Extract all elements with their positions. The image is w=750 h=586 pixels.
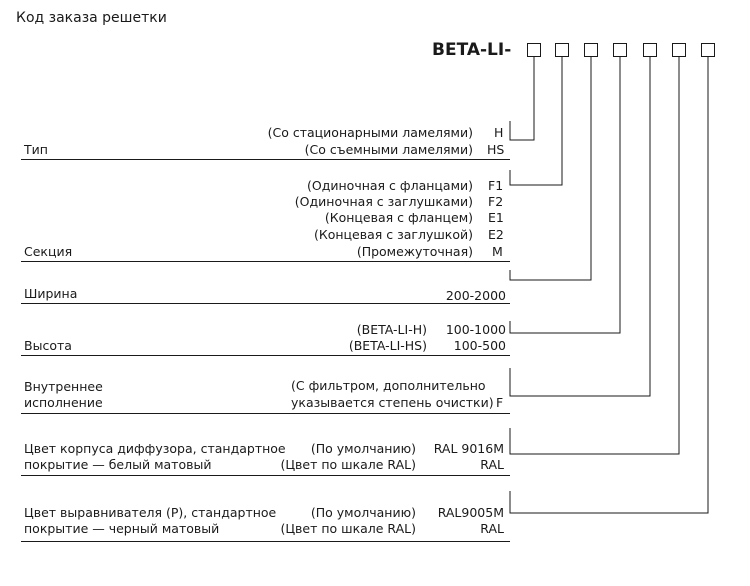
connector-straightener-color (509, 57, 709, 514)
section-height-code-2: 100-500 (453, 338, 506, 353)
section-inner-desc-2: указывается степень очистки) (291, 395, 494, 410)
section-height-code-1: 100-1000 (445, 322, 506, 337)
section-straightener-rule (21, 541, 510, 542)
section-height-desc-2: (BETA-LI-HS) (348, 338, 427, 353)
code-slot-6 (672, 43, 686, 57)
section-type-label: Тип (24, 142, 48, 157)
section-body-color-label-2: покрытие — белый матовый (24, 457, 212, 472)
connector-height (509, 57, 621, 334)
section-section-desc-3: (Концевая с фланцем) (324, 210, 473, 225)
section-section-code-2: F2 (488, 194, 504, 209)
section-width-rule (21, 303, 510, 304)
section-straightener-code-2: RAL (480, 521, 504, 536)
section-section-desc-4: (Концевая с заглушкой) (313, 227, 473, 242)
section-body-color-code-2: RAL (480, 457, 504, 472)
section-section-rule (21, 261, 510, 262)
section-height-rule (21, 355, 510, 356)
section-body-color-rule (21, 475, 510, 476)
section-straightener-desc-1: (По умолчанию) (310, 505, 416, 520)
section-body-color-code-1: RAL 9016M (433, 441, 504, 456)
code-slot-1 (527, 43, 541, 57)
page-title: Код заказа решетки (16, 10, 167, 26)
connector-type (509, 57, 535, 141)
section-inner-label-2: исполнение (24, 395, 103, 410)
section-section-code-5: M (492, 244, 503, 259)
code-slot-4 (613, 43, 627, 57)
section-body-color-label-1: Цвет корпуса диффузора, стандартное (24, 441, 286, 456)
section-body-color-desc-2: (Цвет по шкале RAL) (280, 457, 416, 472)
section-straightener-label-1: Цвет выравнивателя (P), стандартное (24, 505, 277, 520)
section-section-code-3: E1 (488, 210, 504, 225)
section-straightener-code-1: RAL9005M (437, 505, 504, 520)
section-inner-rule (21, 413, 510, 414)
code-slot-7 (701, 43, 715, 57)
section-inner-label-1: Внутреннее (24, 379, 103, 394)
section-body-color-desc-1: (По умолчанию) (310, 441, 416, 456)
section-section-desc-5: (Промежуточная) (356, 244, 473, 259)
section-type-code-2: HS (487, 142, 505, 157)
section-section-label: Секция (24, 244, 73, 259)
section-straightener-desc-2: (Цвет по шкале RAL) (280, 521, 416, 536)
section-width-code: 200-2000 (445, 288, 506, 303)
section-section-desc-2: (Одиночная с заглушками) (294, 194, 473, 209)
code-slot-2 (555, 43, 569, 57)
connector-inner (509, 57, 651, 397)
code-slot-5 (643, 43, 657, 57)
section-width-label: Ширина (24, 286, 78, 301)
section-type-code-1: H (494, 125, 504, 140)
section-section-code-1: F1 (488, 178, 504, 193)
connector-section (509, 57, 563, 186)
section-type-rule (21, 159, 510, 160)
section-type-desc-1: (Со стационарными ламелями) (267, 125, 473, 140)
connector-body-color (509, 57, 680, 455)
section-section-code-4: E2 (488, 227, 504, 242)
section-section-desc-1: (Одиночная с фланцами) (307, 178, 473, 193)
section-type-desc-2: (Со съемными ламелями) (304, 142, 473, 157)
connector-width (509, 57, 592, 281)
section-inner-code: F (496, 395, 504, 410)
model-code: BETA-LI- (432, 40, 512, 60)
section-height-label: Высота (24, 338, 72, 353)
section-inner-desc-1: (С фильтром, дополнительно (291, 378, 486, 393)
code-slot-3 (584, 43, 598, 57)
section-straightener-label-2: покрытие — черный матовый (24, 521, 220, 536)
section-height-desc-1: (BETA-LI-H) (356, 322, 427, 337)
